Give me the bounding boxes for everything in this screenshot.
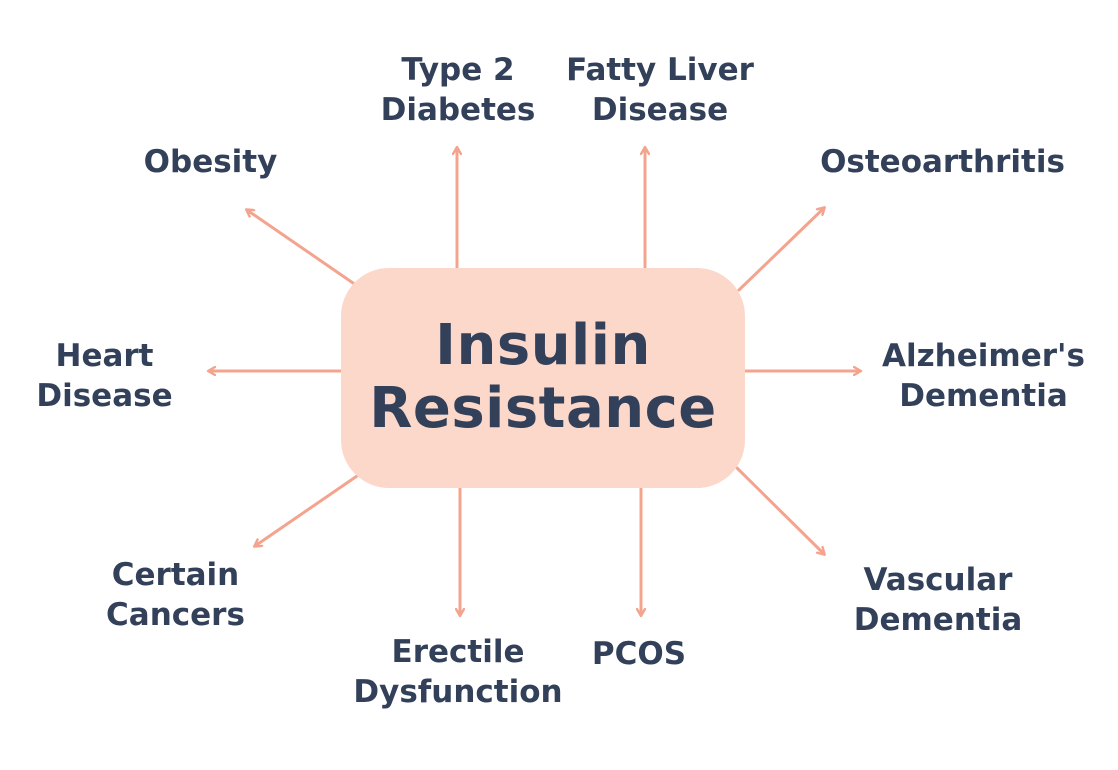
node-label-line: Dysfunction <box>353 674 563 711</box>
node-certain-cancers: Certain Cancers <box>88 555 263 636</box>
node-label-line: PCOS <box>591 636 687 672</box>
node-pcos: PCOS <box>575 634 703 674</box>
node-erectile-dysfunction: Erectile Dysfunction <box>338 632 578 713</box>
arrow-to-obesity <box>247 210 355 285</box>
node-heart-disease: Heart Disease <box>22 336 187 417</box>
node-label-line: Erectile <box>391 634 525 670</box>
node-label-line: Alzheimer's <box>882 338 1085 374</box>
node-label-line: Obesity <box>143 144 278 180</box>
node-label-line: Disease <box>36 378 173 415</box>
center-node-insulin-resistance: Insulin Resistance <box>341 268 745 488</box>
node-label-line: Osteoarthritis <box>820 144 1065 180</box>
node-label-line: Disease <box>591 92 729 129</box>
node-osteoarthritis: Osteoarthritis <box>800 142 1085 182</box>
arrow-to-vascular-dementia <box>735 466 824 554</box>
node-type-2-diabetes: Type 2 Diabetes <box>368 50 548 131</box>
node-label-line: Dementia <box>853 602 1023 639</box>
node-label-line: Dementia <box>899 378 1068 415</box>
center-title-line-1: Insulin <box>435 313 651 379</box>
node-fatty-liver-disease: Fatty Liver Disease <box>555 50 765 131</box>
arrow-to-osteoarthritis <box>737 208 824 292</box>
node-obesity: Obesity <box>128 142 293 182</box>
node-label-line: Certain <box>111 557 240 593</box>
node-alzheimers-dementia: Alzheimer's Dementia <box>866 336 1101 417</box>
node-label-line: Fatty Liver <box>566 52 754 88</box>
node-label-line: Heart <box>55 338 154 374</box>
node-label-line: Diabetes <box>380 92 536 129</box>
center-title-line-2: Resistance <box>369 376 717 441</box>
node-vascular-dementia: Vascular Dementia <box>838 560 1038 641</box>
arrow-to-certain-cancers <box>255 474 359 546</box>
node-label-line: Cancers <box>106 597 245 634</box>
node-label-line: Type 2 <box>401 52 515 88</box>
node-label-line: Vascular <box>863 562 1013 598</box>
